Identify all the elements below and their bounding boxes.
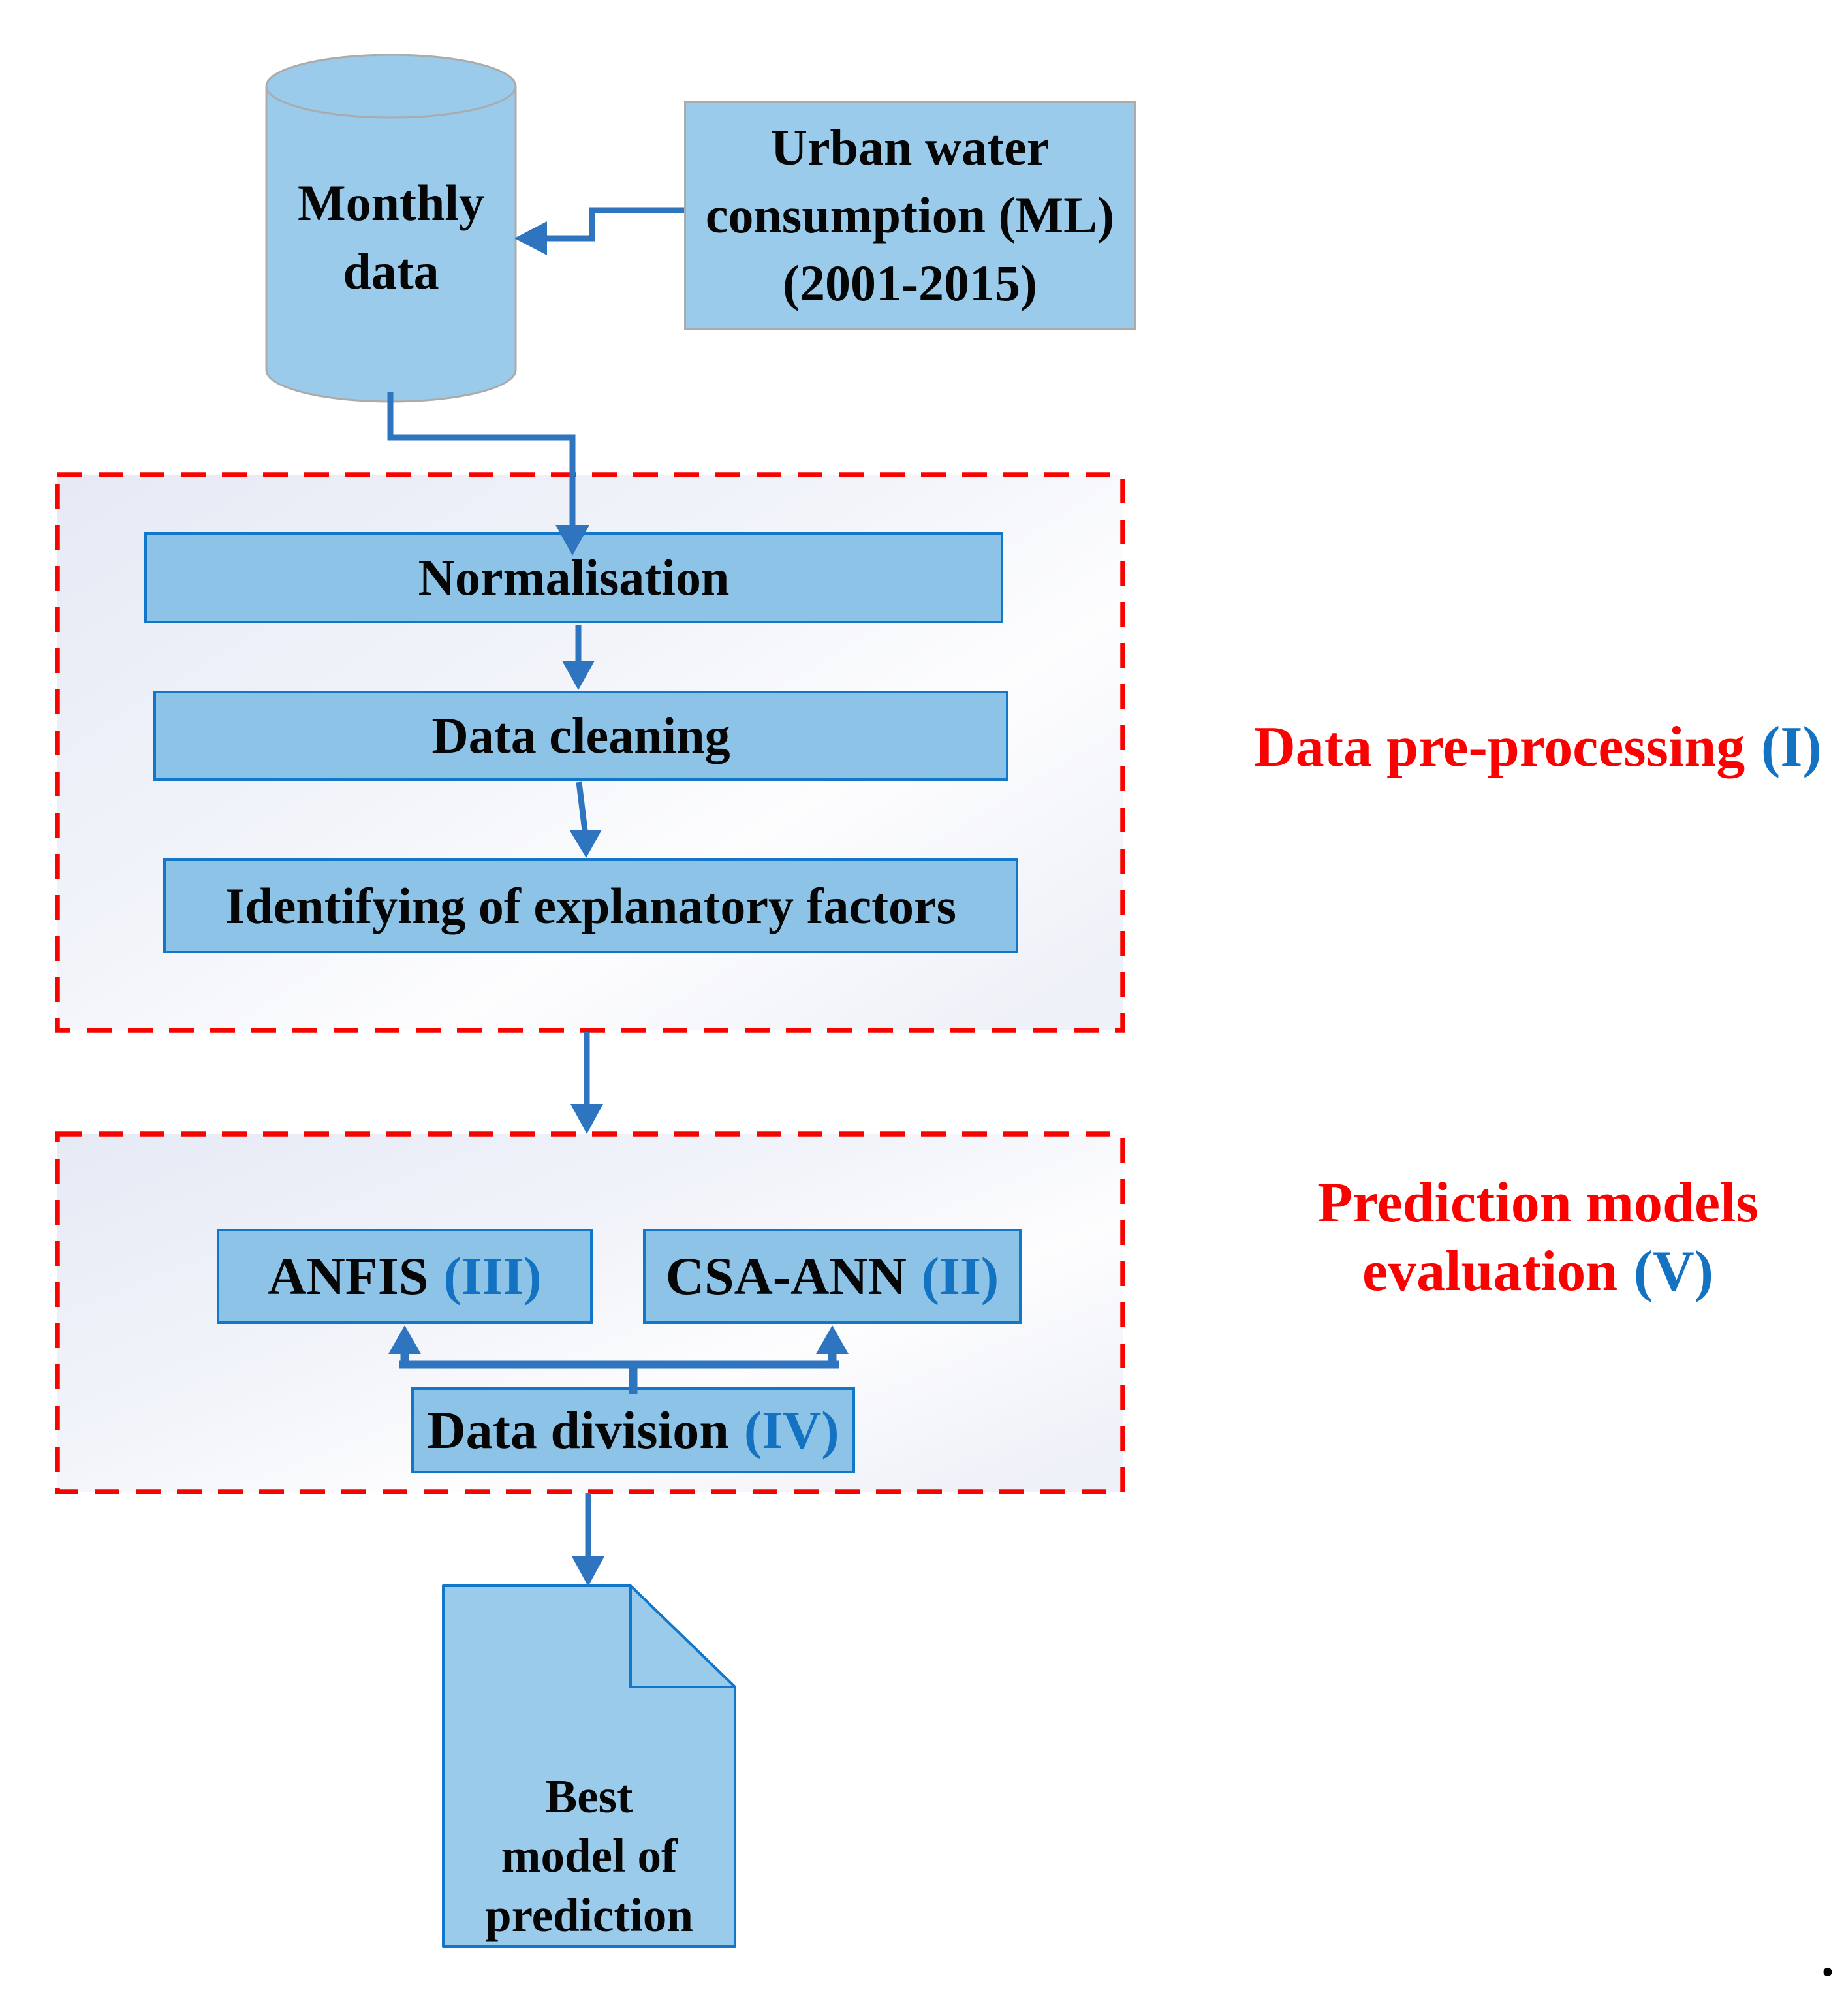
document-label-line2: model of	[501, 1829, 678, 1882]
best-model-document: Best model of prediction	[443, 1767, 735, 1945]
section-label-evaluation: Prediction models evaluation(V)	[1244, 1169, 1832, 1306]
data-division-label: Data division	[427, 1400, 729, 1460]
identifying-factors-box: Identifying of explanatory factors	[163, 858, 1018, 953]
source-label-line1: Urban water	[770, 119, 1050, 176]
anfis-label: ANFIS	[268, 1246, 429, 1306]
csa-ann-label: CSA-ANN	[665, 1246, 907, 1306]
source-label-line2: consumption (ML)	[705, 187, 1115, 244]
document-label-line3: prediction	[484, 1889, 694, 1942]
preprocessing-numeral: (I)	[1760, 716, 1822, 779]
csa-ann-numeral: (II)	[921, 1246, 999, 1306]
cylinder-label-line2: data	[343, 243, 439, 300]
evaluation-numeral: (V)	[1633, 1240, 1713, 1303]
footnote-period: .	[1821, 1930, 1834, 1987]
document-label-line1: Best	[545, 1770, 633, 1823]
data-cleaning-box: Data cleaning	[153, 691, 1008, 781]
data-division-box: Data division(IV)	[411, 1387, 855, 1473]
anfis-numeral: (III)	[443, 1246, 542, 1306]
source-label-line3: (2001-2015)	[783, 255, 1037, 311]
cylinder-label-line1: Monthly	[297, 174, 485, 231]
database-cylinder-shape	[265, 54, 517, 403]
monthly-data-cylinder: Monthly data	[266, 168, 516, 306]
urban-water-source-box: Urban water consumption (ML) (2001-2015)	[684, 101, 1136, 330]
normalisation-box: Normalisation	[144, 532, 1003, 623]
csa-ann-box: CSA-ANN(II)	[643, 1229, 1022, 1324]
data-division-numeral: (IV)	[743, 1400, 839, 1460]
evaluation-label-line1: Prediction models	[1317, 1171, 1758, 1235]
data-cleaning-label: Data cleaning	[431, 707, 730, 764]
identifying-factors-label: Identifying of explanatory factors	[225, 877, 957, 934]
preprocessing-label-text: Data pre-processing	[1254, 716, 1745, 779]
anfis-box: ANFIS(III)	[217, 1229, 593, 1324]
evaluation-label-line2: evaluation	[1362, 1240, 1618, 1303]
section-label-preprocessing: Data pre-processing(I)	[1244, 713, 1832, 781]
normalisation-label: Normalisation	[418, 549, 730, 606]
